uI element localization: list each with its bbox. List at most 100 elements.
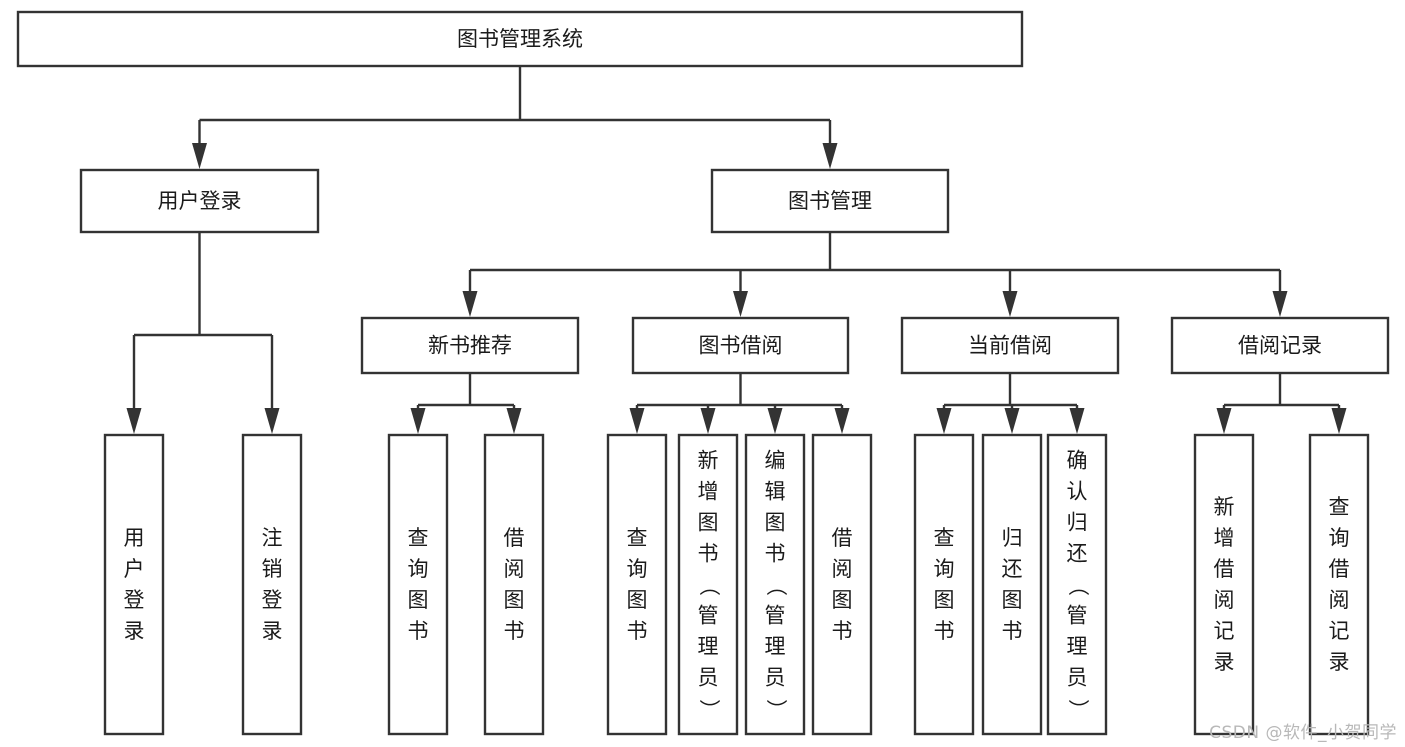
node-label-char: 书 [1002,619,1023,643]
node-label-char: （ [764,575,788,596]
node-label-char: 编 [765,449,786,473]
connector-layer [126,66,1347,434]
node-label-char: 图 [832,588,853,612]
arrow-head-icon [410,408,426,434]
node-box [1308,433,1370,736]
arrow-head-icon [1216,408,1232,434]
node-label-char: 管 [698,604,719,628]
node-borrow-record[interactable]: 借阅记录 [1170,316,1390,375]
node-leaf-user-login[interactable]: 用户登录 [103,433,165,736]
node-label-char: 还 [1002,557,1023,581]
node-label-char: 查 [408,526,429,550]
node-label-char: （ [1066,575,1090,596]
arrow-head-icon [1331,408,1347,434]
node-box [387,433,449,736]
node-label-char: 图 [765,511,786,535]
node-label-char: 还 [1067,542,1088,566]
node-label-char: 增 [1214,526,1235,550]
node-root[interactable]: 图书管理系统 [16,10,1024,68]
node-label-char: 查 [627,526,648,550]
node-label-char: 书 [627,619,648,643]
node-label-char: 询 [1329,526,1350,550]
node-new-book-recommend[interactable]: 新书推荐 [360,316,580,375]
node-box [913,433,975,736]
node-label-char: 书 [504,619,525,643]
arrow-head-icon [1272,291,1288,317]
node-box [744,433,806,736]
arrow-head-icon [1004,408,1020,434]
node-label: 借阅记录 [1238,334,1322,358]
node-label-char: 书 [934,619,955,643]
node-label-char: 新 [1214,495,1235,519]
arrow-head-icon [700,408,716,434]
node-label-char: ） [764,699,788,720]
node-layer: 图书管理系统用户登录图书管理新书推荐图书借阅当前借阅借阅记录用户登录注销登录查询… [16,10,1390,736]
node-label-char: 认 [1067,480,1088,504]
node-user-login[interactable]: 用户登录 [79,168,320,234]
arrow-head-icon [506,408,522,434]
node-label-char: 员 [765,666,786,690]
node-label-char: 询 [934,557,955,581]
node-box [677,433,739,736]
node-label-char: 书 [832,619,853,643]
node-label-char: 员 [698,666,719,690]
node-label-char: 阅 [1214,588,1235,612]
node-box [79,168,320,234]
node-current-borrow[interactable]: 当前借阅 [900,316,1120,375]
node-label-char: 增 [698,480,719,504]
node-label-char: 记 [1329,619,1350,643]
node-box [606,433,668,736]
node-label-char: 查 [1329,495,1350,519]
node-label: 图书借阅 [699,334,783,358]
node-box [900,316,1120,375]
node-label-char: ） [697,699,721,720]
node-box [1170,316,1390,375]
arrow-head-icon [936,408,952,434]
node-label-char: 图 [934,588,955,612]
node-box [360,316,580,375]
node-label-char: 书 [765,542,786,566]
node-label-char: 图 [698,511,719,535]
node-label-char: ） [1066,699,1090,720]
node-box [483,433,545,736]
node-book-manage[interactable]: 图书管理 [710,168,950,234]
node-label-char: 确 [1067,449,1088,473]
node-book-borrow[interactable]: 图书借阅 [631,316,850,375]
node-label-char: 归 [1002,526,1023,550]
node-label-char: 管 [1067,604,1088,628]
arrow-head-icon [1069,408,1085,434]
node-label-char: 销 [262,557,283,581]
arrow-head-icon [822,143,838,169]
node-label: 图书管理 [788,189,872,213]
arrow-head-icon [1002,291,1018,317]
arrow-head-icon [192,143,207,169]
node-label-char: 借 [832,526,853,550]
node-box [981,433,1043,736]
node-box [16,10,1024,68]
node-label-char: 询 [627,557,648,581]
node-label-char: 图 [504,588,525,612]
arrow-head-icon [767,408,783,434]
node-label-char: 借 [1214,557,1235,581]
node-label-char: 录 [1214,650,1235,674]
node-label-char: 阅 [504,557,525,581]
arrow-head-icon [834,408,850,434]
node-box [241,433,303,736]
node-label-char: 用 [124,526,145,550]
node-label-char: 阅 [1329,588,1350,612]
node-label-char: 书 [698,542,719,566]
